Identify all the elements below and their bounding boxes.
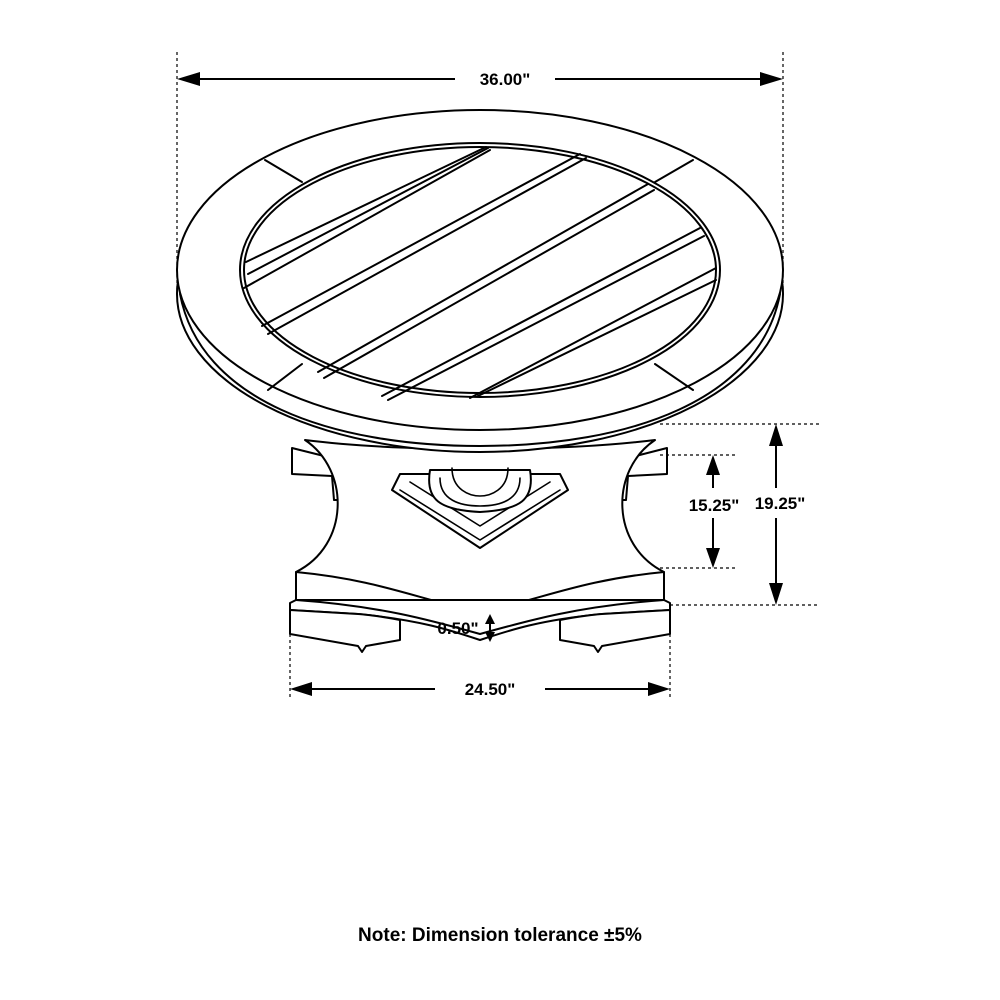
foot-height-dimension: 0.50" (437, 614, 495, 642)
top-diameter-dimension: 36.00" (177, 70, 783, 89)
extension-lines (176, 52, 820, 700)
pedestal-height-label: 15.25" (689, 496, 740, 515)
pedestal-height-dimension: 15.25" (689, 455, 740, 568)
foot-height-label: 0.50" (437, 619, 478, 638)
base-width-label: 24.50" (465, 680, 516, 699)
dimension-tolerance-note: Note: Dimension tolerance ±5% (358, 925, 642, 946)
top-diameter-label: 36.00" (480, 70, 531, 89)
pedestal-base (289, 439, 671, 653)
overall-height-label: 19.25" (755, 494, 806, 513)
table-top (176, 109, 784, 453)
overall-height-dimension: 19.25" (755, 424, 806, 605)
base-width-dimension: 24.50" (290, 680, 670, 699)
